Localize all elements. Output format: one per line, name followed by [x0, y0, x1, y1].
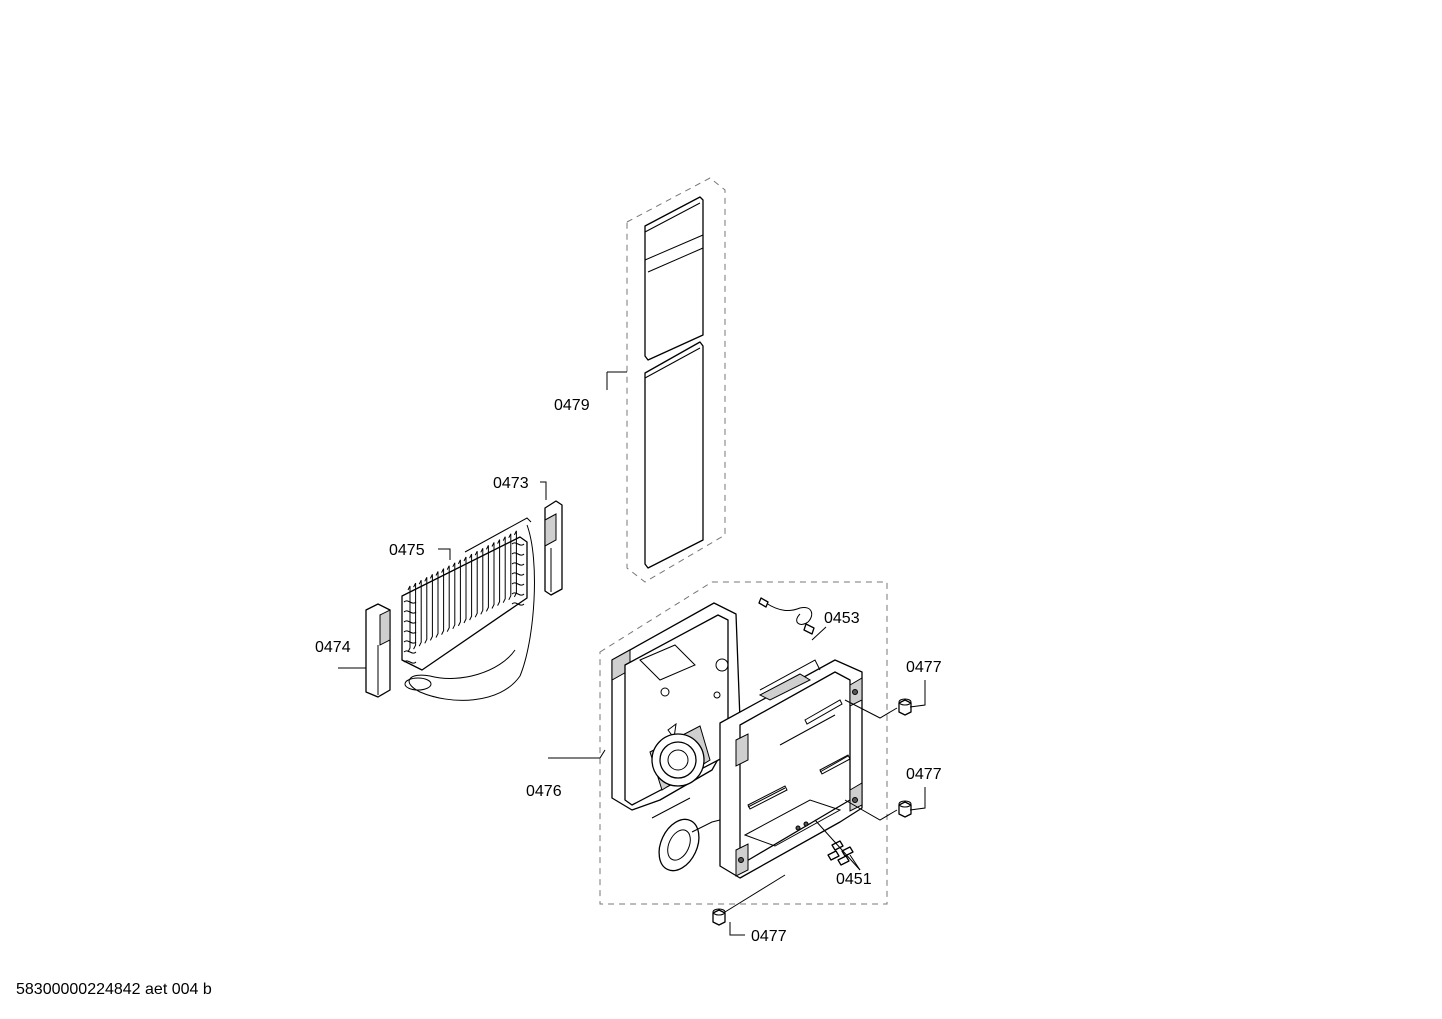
document-id: 58300000224842 aet 004 b	[16, 981, 212, 998]
part-label-0473: 0473	[493, 475, 529, 492]
bracket-0474	[365, 603, 391, 698]
part-label-0451: 0451	[836, 871, 872, 888]
part-label-0477-lower: 0477	[751, 928, 787, 945]
screws-0477	[712, 698, 912, 926]
connectors-0451	[827, 840, 854, 866]
part-label-0477-middle: 0477	[906, 766, 942, 783]
part-label-0474: 0474	[315, 639, 351, 656]
part-label-0479: 0479	[554, 397, 590, 414]
part-label-0453: 0453	[824, 610, 860, 627]
leader-lines	[338, 371, 926, 936]
part-label-0475: 0475	[389, 542, 425, 559]
part-label-0477-upper: 0477	[906, 659, 942, 676]
bracket-0473	[544, 500, 563, 596]
air-duct-assembly	[599, 581, 888, 905]
door-panels	[626, 177, 726, 583]
evaporator	[401, 517, 535, 701]
part-label-0476: 0476	[526, 783, 562, 800]
